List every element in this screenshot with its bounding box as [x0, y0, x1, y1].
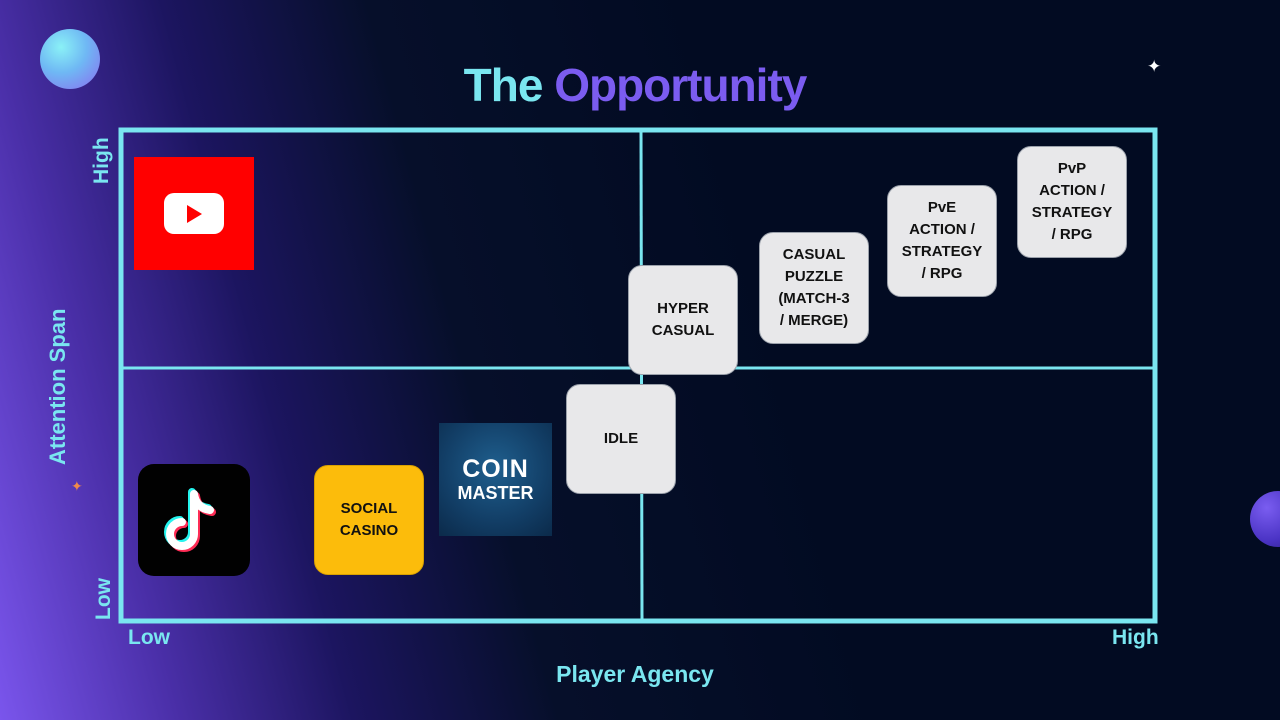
- sparkle-icon: ✦: [1147, 57, 1162, 77]
- slide-title: The Opportunity: [0, 58, 1270, 112]
- casual-puzzle-box: CASUAL PUZZLE (MATCH-3 / MERGE): [759, 232, 869, 344]
- title-part-2: Opportunity: [554, 59, 807, 111]
- x-axis-low-label: Low: [128, 626, 170, 649]
- box-label: CASUAL: [782, 246, 846, 263]
- title-part-1: The: [463, 59, 544, 111]
- grid-vertical-divider: [639, 129, 644, 622]
- box-label: ACTION /: [909, 221, 975, 238]
- coin-master-line2: MASTER: [457, 482, 534, 503]
- box-label: / MERGE): [779, 312, 849, 329]
- box-label: IDLE: [603, 430, 639, 447]
- y-axis-high-label: High: [90, 137, 113, 184]
- box-label: CASINO: [339, 522, 399, 539]
- idle-box: IDLE: [566, 384, 676, 494]
- social-casino-box: SOCIAL CASINO: [314, 465, 424, 575]
- box-label: STRATEGY: [1031, 204, 1113, 221]
- y-axis-title: Attention Span: [45, 308, 70, 465]
- box-label: / RPG: [921, 265, 963, 282]
- coin-master-logo: COIN MASTER: [439, 423, 552, 536]
- sparkle-icon: ✦: [71, 479, 83, 495]
- youtube-logo: [134, 157, 254, 270]
- hyper-casual-box: HYPER CASUAL: [628, 265, 738, 375]
- play-icon: [164, 193, 224, 234]
- x-axis-title: Player Agency: [556, 661, 714, 687]
- box-label: / RPG: [1051, 226, 1093, 243]
- box-label: CASUAL: [651, 322, 715, 339]
- box-label: SOCIAL: [340, 500, 398, 517]
- box-label: STRATEGY: [901, 243, 983, 260]
- tiktok-logo: [138, 464, 250, 576]
- y-axis-low-label: Low: [92, 578, 115, 620]
- box-label: HYPER: [657, 300, 709, 317]
- box-label: ACTION /: [1039, 182, 1105, 199]
- tiktok-note-icon: [164, 488, 216, 552]
- x-axis-high-label: High: [1112, 626, 1159, 649]
- box-label: (MATCH-3: [778, 290, 850, 307]
- box-label: PvP: [1057, 160, 1087, 177]
- box-label: PvE: [927, 199, 957, 216]
- pvp-box: PvP ACTION / STRATEGY / RPG: [1017, 146, 1127, 258]
- grid-frame: [118, 127, 1158, 624]
- decorative-circle: [40, 29, 100, 89]
- pve-box: PvE ACTION / STRATEGY / RPG: [887, 185, 997, 297]
- box-label: PUZZLE: [784, 268, 844, 285]
- coin-master-line1: COIN: [462, 454, 529, 483]
